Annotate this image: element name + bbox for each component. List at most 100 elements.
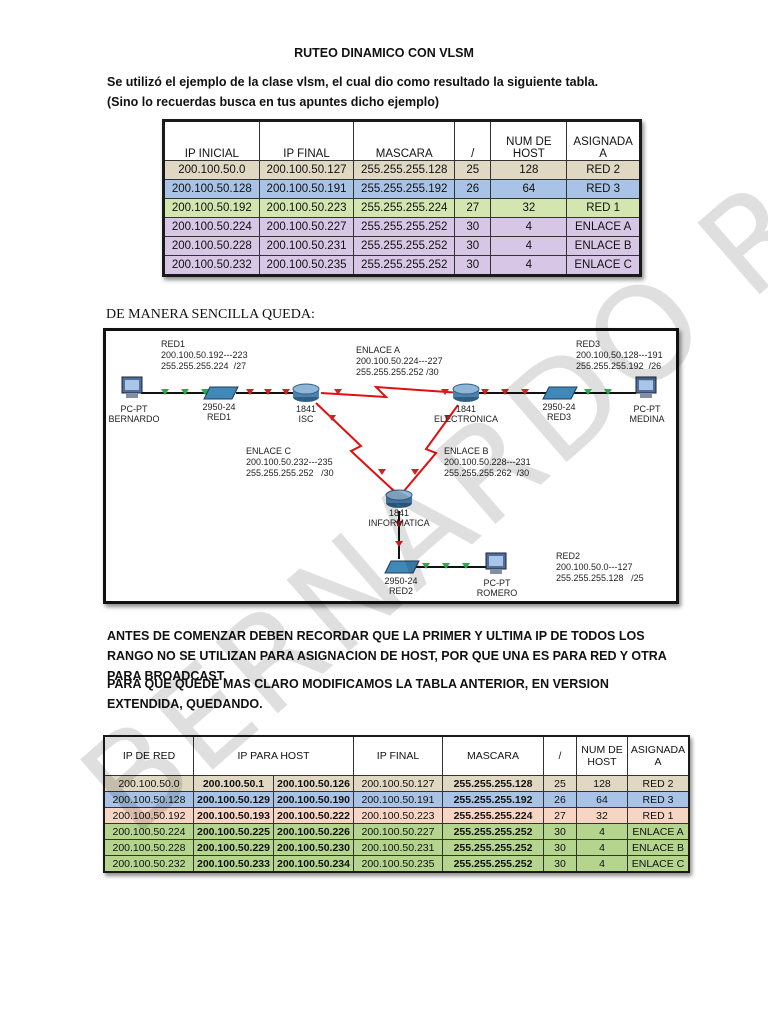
table-cell: 255.255.255.224 xyxy=(353,198,456,218)
pc-medina-label: PC-PT MEDINA xyxy=(629,404,665,424)
switch-red2-label: 2950-24 RED2 xyxy=(384,576,418,596)
network-diagram: RED1 200.100.50.192---223 255.255.255.22… xyxy=(103,328,679,604)
table-cell: 200.100.50.235 xyxy=(258,255,355,276)
col-asignada: ASIGNADA A xyxy=(566,120,641,161)
table-cell: RED 1 xyxy=(627,807,690,824)
table-header-row: IP INICIAL IP FINAL MASCARA / NUM DE HOS… xyxy=(163,120,641,161)
table-cell: ENLACE A xyxy=(566,217,641,237)
table-cell: ENLACE C xyxy=(627,855,690,873)
table-cell: RED 1 xyxy=(566,198,641,218)
col-num-host: NUM DE HOST xyxy=(576,735,628,776)
pc-bernardo-label: PC-PT BERNARDO xyxy=(108,404,160,424)
col-asignada: ASIGNADA A xyxy=(627,735,690,776)
pc-medina-icon xyxy=(635,376,657,398)
table-cell: 200.100.50.225 xyxy=(193,823,274,840)
table-cell: 200.100.50.127 xyxy=(258,160,355,180)
table-cell: 30 xyxy=(454,217,492,237)
vlsm-extended-table: IP DE RED IP PARA HOST IP FINAL MASCARA … xyxy=(103,735,690,873)
table-cell: 128 xyxy=(576,775,628,792)
table-cell: 4 xyxy=(490,236,568,256)
table-cell: 200.100.50.233 xyxy=(193,855,274,873)
table-cell: 200.100.50.228 xyxy=(103,839,194,856)
table-cell: 200.100.50.191 xyxy=(258,179,355,199)
router-electronica-label: 1841 ELECTRONICA xyxy=(433,404,498,424)
table-cell: RED 2 xyxy=(627,775,690,792)
switch-red1-label: 2950-24 RED1 xyxy=(202,402,236,422)
router-isc-label: 1841 ISC xyxy=(295,404,317,424)
table-cell: 255.255.255.252 xyxy=(442,839,544,856)
col-ip-de-red: IP DE RED xyxy=(103,735,194,776)
table-cell: 200.100.50.227 xyxy=(353,823,443,840)
intro-paragraph: Se utilizó el ejemplo de la clase vlsm, … xyxy=(107,75,599,109)
table-cell: 200.100.50.0 xyxy=(103,775,194,792)
table-cell: 64 xyxy=(576,791,628,808)
table-cell: 200.100.50.191 xyxy=(353,791,443,808)
enlace-b-link xyxy=(403,404,459,492)
network-topology xyxy=(121,376,657,574)
router-informatica-label: 1841 INFORMATICA xyxy=(368,508,430,528)
table-cell: 200.100.50.228 xyxy=(163,236,260,256)
table-cell: 200.100.50.227 xyxy=(258,217,355,237)
table-cell: 4 xyxy=(490,255,568,276)
enlace-a-label: ENLACE A 200.100.50.224---227 255.255.25… xyxy=(356,345,443,377)
col-ip-inicial: IP INICIAL xyxy=(163,120,260,161)
table-cell: 255.255.255.252 xyxy=(353,255,456,276)
table-cell: 200.100.50.223 xyxy=(258,198,355,218)
table-cell: 200.100.50.231 xyxy=(353,839,443,856)
col-prefix: / xyxy=(454,120,492,161)
table-cell: 200.100.50.128 xyxy=(103,791,194,808)
table-cell: 200.100.50.127 xyxy=(353,775,443,792)
table-cell: ENLACE C xyxy=(566,255,641,276)
table-cell: 200.100.50.229 xyxy=(193,839,274,856)
red2-label: RED2 200.100.50.0---127 255.255.255.128 … xyxy=(556,551,644,583)
table-cell: 200.100.50.224 xyxy=(163,217,260,237)
switch-red3-label: 2950-24 RED3 xyxy=(542,402,576,422)
table-cell: 25 xyxy=(454,160,492,180)
table-cell: 200.100.50.192 xyxy=(103,807,194,824)
table-cell: 200.100.50.0 xyxy=(163,160,260,180)
table-cell: 27 xyxy=(543,807,577,824)
table-cell: 200.100.50.1 xyxy=(193,775,274,792)
table-cell: 26 xyxy=(454,179,492,199)
table-cell: 200.100.50.190 xyxy=(273,791,354,808)
table-cell: 200.100.50.232 xyxy=(163,255,260,276)
table-cell: 200.100.50.126 xyxy=(273,775,354,792)
red3-label: RED3 200.100.50.128---191 255.255.255.19… xyxy=(576,339,663,371)
note-extended-table: PARA QUE QUEDE MAS CLARO MODIFICAMOS LA … xyxy=(107,677,609,711)
enlace-c-link xyxy=(315,402,395,492)
enlace-a-link xyxy=(320,385,462,399)
red1-label: RED1 200.100.50.192---223 255.255.255.22… xyxy=(161,339,248,371)
col-mascara: MASCARA xyxy=(442,735,544,776)
table-cell: 255.255.255.252 xyxy=(442,855,544,873)
table-cell: 64 xyxy=(490,179,568,199)
table-cell: RED 2 xyxy=(566,160,641,180)
col-mascara: MASCARA xyxy=(353,120,456,161)
table-cell: 200.100.50.223 xyxy=(353,807,443,824)
table-cell: 30 xyxy=(454,255,492,276)
router-isc-icon xyxy=(292,383,320,402)
table-cell: 255.255.255.192 xyxy=(442,791,544,808)
table-cell: 200.100.50.232 xyxy=(103,855,194,873)
pc-romero-label: PC-PT ROMERO xyxy=(476,578,518,598)
table-cell: RED 3 xyxy=(566,179,641,199)
table-cell: 200.100.50.230 xyxy=(273,839,354,856)
col-ip-para-host: IP PARA HOST xyxy=(193,735,354,776)
table-cell: 30 xyxy=(543,855,577,873)
table-cell: 200.100.50.226 xyxy=(273,823,354,840)
pc-romero-icon xyxy=(485,552,507,574)
table-cell: 25 xyxy=(543,775,577,792)
router-electronica-icon xyxy=(452,383,480,402)
table-cell: ENLACE B xyxy=(627,839,690,856)
table-cell: 255.255.255.252 xyxy=(353,236,456,256)
table-cell: 200.100.50.128 xyxy=(163,179,260,199)
table-cell: 30 xyxy=(543,839,577,856)
table-cell: 255.255.255.252 xyxy=(353,217,456,237)
table-cell: 200.100.50.192 xyxy=(163,198,260,218)
